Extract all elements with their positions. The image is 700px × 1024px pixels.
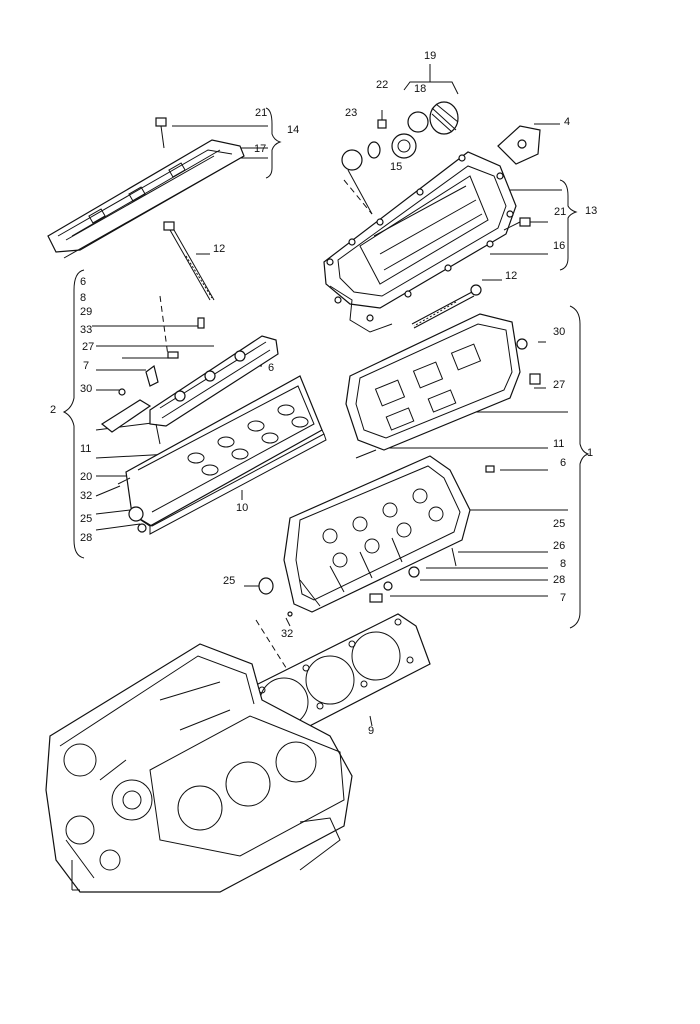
- callout-25-left: 25: [80, 513, 93, 525]
- callout-16: 16: [553, 240, 566, 252]
- callout-22: 22: [376, 79, 389, 91]
- callout-30-right: 30: [553, 326, 566, 338]
- callout-25-bottom: 25: [223, 575, 236, 587]
- callout-12-right: 12: [505, 270, 518, 282]
- callout-11-right: 11: [553, 438, 565, 450]
- callout-27-right: 27: [553, 379, 566, 391]
- callout-21: 21: [255, 107, 268, 119]
- valve-cover-left: [47, 117, 245, 259]
- callout-12-upper: 12: [213, 243, 226, 255]
- camshaft-carrier-right: [345, 313, 541, 451]
- callout-21-right: 21: [554, 206, 567, 218]
- callout-30-left: 30: [80, 383, 93, 395]
- callout-1: 1: [587, 447, 594, 459]
- callout-18: 18: [414, 83, 427, 95]
- callout-6-mid: 6: [268, 362, 275, 374]
- callout-8: 8: [80, 292, 87, 304]
- cylinder-head-left: [100, 317, 327, 535]
- callout-7-right: 7: [560, 592, 567, 604]
- callout-6-right: 6: [560, 457, 567, 469]
- callout-32-bottom: 32: [281, 628, 294, 640]
- callout-6-top: 6: [80, 276, 87, 288]
- callout-9: 9: [368, 725, 375, 737]
- callout-28-right: 28: [553, 574, 566, 586]
- callout-28-left: 28: [80, 532, 93, 544]
- head-bolt-right: [411, 284, 482, 329]
- callout-7-left: 7: [83, 360, 90, 372]
- head-bolt-upper: [163, 221, 215, 301]
- oil-filler-group: [341, 101, 459, 215]
- callout-17: 17: [254, 143, 267, 155]
- callout-13: 13: [585, 205, 598, 217]
- callout-10: 10: [236, 502, 249, 514]
- callout-33: 33: [80, 324, 93, 336]
- callout-20: 20: [80, 471, 93, 483]
- valve-cover-right: [323, 125, 541, 333]
- callout-19: 19: [424, 50, 437, 62]
- callout-23: 23: [345, 107, 358, 119]
- callout-25-right: 25: [553, 518, 566, 530]
- callout-14: 14: [287, 124, 300, 136]
- callout-15: 15: [390, 161, 403, 173]
- callout-29: 29: [80, 306, 93, 318]
- callout-8-right: 8: [560, 558, 567, 570]
- callout-2: 2: [50, 404, 57, 416]
- callout-26: 26: [553, 540, 566, 552]
- cylinder-head-right: [258, 449, 495, 617]
- callout-27-left: 27: [82, 341, 95, 353]
- callout-4: 4: [564, 116, 571, 128]
- callout-32-left: 32: [80, 490, 93, 502]
- callout-11-left: 11: [80, 443, 92, 455]
- engine-block: [45, 643, 353, 893]
